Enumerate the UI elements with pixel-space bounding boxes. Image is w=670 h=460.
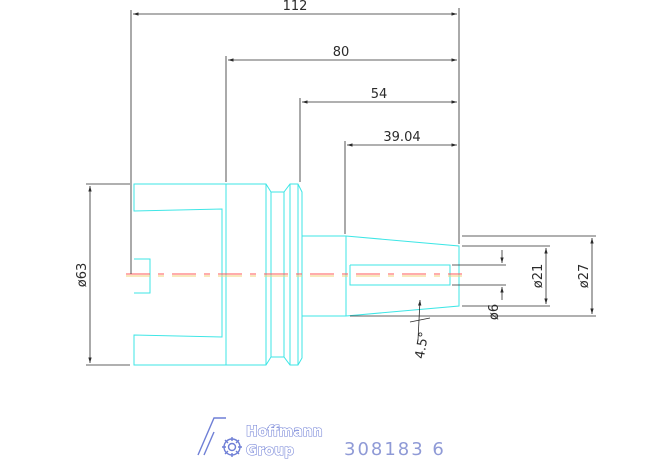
angle-leader-arc	[409, 317, 431, 323]
dim-3904-label: 39.04	[383, 130, 420, 145]
dim-6-label: ø6	[487, 304, 502, 320]
dim-63-label: ø63	[75, 263, 90, 288]
taper-angle-label: 4.5°	[413, 331, 432, 360]
inner-bore	[349, 264, 451, 286]
brand-logo: Hoffmann Group	[197, 417, 323, 460]
hoffmann-logo-icon	[197, 417, 242, 457]
part-number: 308183 6	[344, 439, 446, 460]
dim-27-label: ø27	[577, 264, 592, 289]
dim-21-label: ø21	[531, 264, 546, 289]
center-lines	[126, 273, 462, 277]
dim-54-label: 54	[371, 87, 388, 102]
dim-80-label: 80	[333, 45, 350, 60]
brand-line2: Group	[246, 443, 294, 459]
dimension-lines	[86, 8, 596, 366]
brand-line1: Hoffmann	[246, 424, 323, 440]
flange	[226, 183, 303, 366]
dimension-texts: 112 80 54 39.04 ø63 ø27 ø21 ø6 4.5°	[75, 0, 592, 360]
dim-112-label: 112	[283, 0, 308, 14]
